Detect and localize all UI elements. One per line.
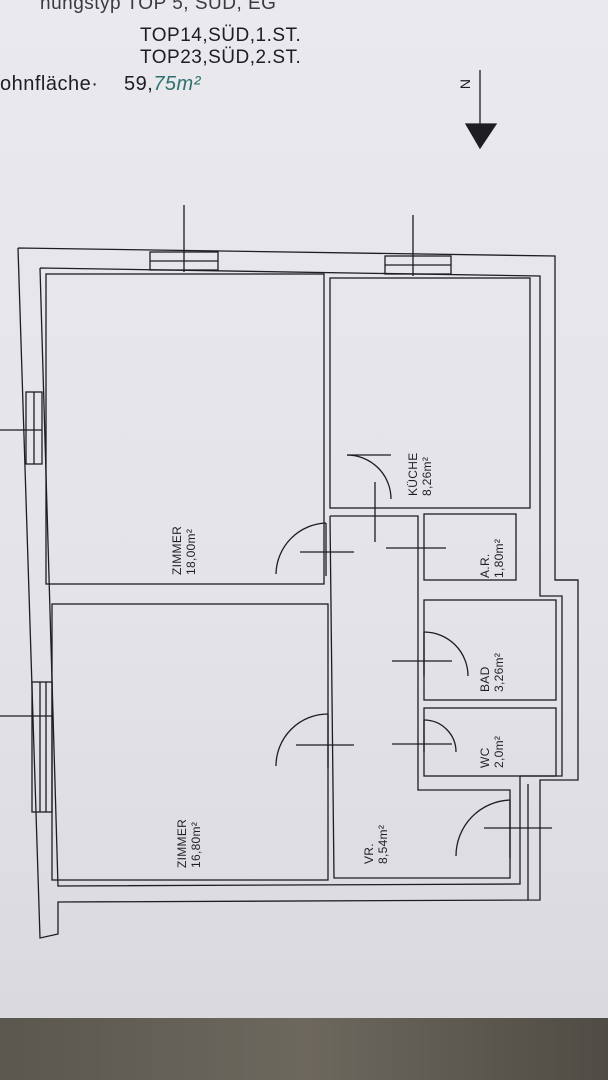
room-zimmer-1-outline — [45, 273, 325, 585]
room-ar-outline — [423, 513, 517, 581]
living-area-value: 59,75m² — [124, 74, 201, 94]
paper-sheet — [0, 0, 608, 1018]
room-area: 8,26m² — [420, 456, 434, 496]
outer-wall-inner — [39, 267, 563, 887]
room-area: 2,0m² — [492, 735, 506, 768]
room-name: ZIMMER — [175, 818, 189, 868]
room-name: VR. — [362, 843, 376, 864]
room-label-kueche: KÜCHE 8,26m² — [406, 452, 434, 496]
room-area: 3,26m² — [492, 652, 506, 692]
door-zimmer-1 — [275, 522, 354, 576]
room-area: 1,80m² — [492, 538, 506, 578]
room-name: ZIMMER — [170, 525, 184, 575]
room-name: WC — [478, 747, 492, 768]
room-label-zimmer-2: ZIMMER 16,80m² — [175, 819, 203, 868]
outer-wall-outer — [17, 247, 579, 939]
room-area: 8,54m² — [376, 824, 390, 864]
background-floor — [0, 1018, 608, 1080]
room-kueche-outline — [329, 277, 531, 509]
living-area-label: ohnfläche· — [0, 73, 99, 95]
door-bad — [392, 631, 469, 677]
door-zimmer-2 — [275, 713, 354, 768]
room-label-vr: VR. 8,54m² — [362, 825, 390, 864]
header-unit-line-2: TOP23,SÜD,2.ST. — [140, 47, 302, 68]
room-name: A.R. — [478, 553, 492, 578]
room-label-wc: WC 2,0m² — [478, 736, 506, 768]
floor-plan-drawing — [0, 70, 579, 939]
door-kueche — [346, 454, 392, 542]
room-area: 18,00m² — [184, 528, 198, 575]
header-cut-line: nungstyp TOP 5, SÜD, EG — [40, 0, 277, 14]
room-label-ar: A.R. 1,80m² — [478, 539, 506, 578]
room-name: BAD — [478, 666, 492, 692]
area-printed: 59, — [124, 73, 154, 95]
door-wc — [392, 719, 457, 753]
room-label-bad: BAD 3,26m² — [478, 653, 506, 692]
door-entrance — [455, 799, 552, 858]
room-label-zimmer-1: ZIMMER 18,00m² — [170, 526, 198, 575]
room-area: 16,80m² — [189, 821, 203, 868]
room-name: KÜCHE — [406, 452, 420, 496]
header-unit-line-1: TOP14,SÜD,1.ST. — [140, 25, 302, 46]
area-handwritten: 75m² — [153, 73, 201, 95]
room-vr-outline — [329, 515, 511, 879]
north-arrow-icon — [464, 70, 498, 150]
